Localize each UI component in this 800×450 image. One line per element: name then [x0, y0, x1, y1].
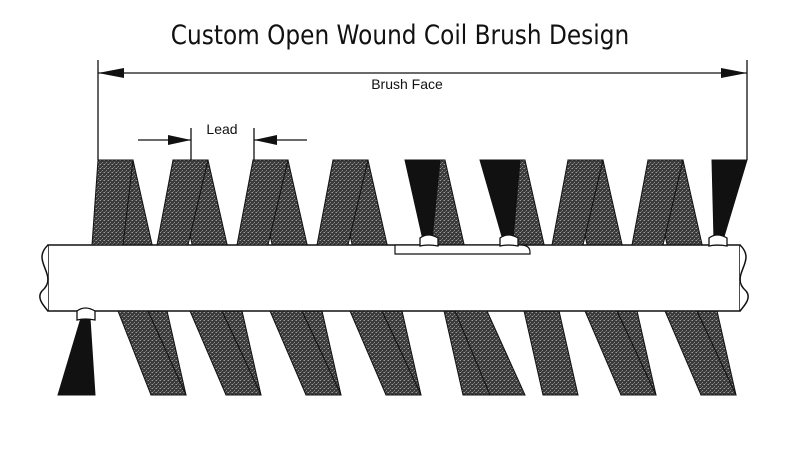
coil-front-strips [91, 159, 737, 396]
lead-label: Lead [206, 121, 238, 137]
shaft [39, 244, 749, 312]
diagram-title: Custom Open Wound Coil Brush Design [170, 20, 630, 51]
brush-face-dimension [97, 60, 748, 160]
solid-clamp-sections [57, 159, 748, 396]
lead-dimension [138, 128, 307, 160]
brush-face-label: Brush Face [371, 76, 443, 92]
shaft-clips [76, 234, 728, 321]
